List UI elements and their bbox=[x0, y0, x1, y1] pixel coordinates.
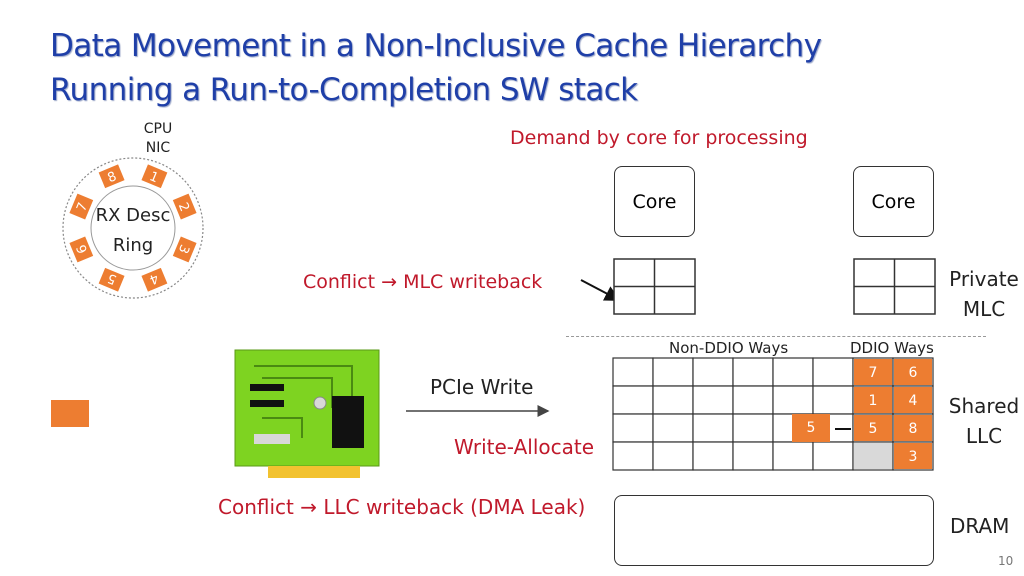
core-left-label: Core bbox=[632, 191, 677, 213]
core-left: Core bbox=[614, 166, 695, 237]
mlc-conflict-label: Conflict → MLC writeback bbox=[303, 271, 543, 293]
llc-cell bbox=[692, 385, 734, 415]
shared-llc-line-2: LLC bbox=[965, 424, 1003, 448]
demand-label: Demand by core for processing bbox=[510, 127, 808, 149]
write-allocate-label: Write-Allocate bbox=[454, 435, 595, 459]
shared-llc-label: Shared LLC bbox=[944, 391, 1024, 451]
ddio-cell-filled bbox=[894, 359, 932, 385]
ddio-cell-filled bbox=[854, 359, 892, 385]
ddio-ways-label: DDIO Ways bbox=[850, 339, 934, 357]
llc-cell bbox=[732, 357, 774, 387]
llc-cell bbox=[812, 357, 854, 387]
mlc-grid-left bbox=[613, 258, 696, 315]
pcie-write-label: PCIe Write bbox=[430, 375, 534, 399]
llc-cell bbox=[732, 441, 774, 471]
ddio-cell-filled bbox=[894, 443, 932, 469]
ddio-cell-filled bbox=[894, 415, 932, 441]
ddio-cell-label: 4 bbox=[909, 393, 918, 409]
ddio-cell-filled bbox=[854, 415, 892, 441]
llc-cell bbox=[652, 385, 694, 415]
private-mlc-line-2: MLC bbox=[962, 297, 1006, 321]
llc-cell bbox=[652, 413, 694, 443]
ddio-cell-label: 1 bbox=[869, 393, 878, 409]
ddio-cell-label: 7 bbox=[869, 365, 878, 381]
ddio-cell-label: 5 bbox=[869, 421, 878, 437]
llc-cell bbox=[732, 385, 774, 415]
ring-inner-circle bbox=[90, 185, 176, 271]
llc-cell bbox=[652, 441, 694, 471]
llc-grid: 7 6 1 4 5 8 3 bbox=[612, 357, 934, 471]
pcie-write-arrow bbox=[406, 405, 550, 417]
llc-cell bbox=[612, 385, 654, 415]
ring-slot-3: 3 bbox=[171, 235, 198, 264]
ring-slot-6: 6 bbox=[68, 235, 95, 264]
llc-cell bbox=[772, 357, 814, 387]
ddio-cell-filled bbox=[854, 387, 892, 413]
incoming-line-cell: 5 bbox=[792, 414, 830, 442]
orange-block bbox=[51, 400, 89, 427]
nic-card-icon bbox=[234, 349, 380, 478]
llc-cell bbox=[692, 413, 734, 443]
title-line-1: Data Movement in a Non-Inclusive Cache H… bbox=[50, 28, 822, 64]
nic-label: NIC bbox=[145, 140, 171, 156]
core-right: Core bbox=[853, 166, 934, 237]
llc-cell bbox=[612, 413, 654, 443]
llc-cell bbox=[772, 441, 814, 471]
mlc-conflict-arrow bbox=[580, 279, 621, 301]
ddio-cell-label: 8 bbox=[909, 421, 918, 437]
llc-cell bbox=[692, 357, 734, 387]
core-right-label: Core bbox=[871, 191, 916, 213]
ddio-cell-filled bbox=[894, 387, 932, 413]
llc-cell bbox=[612, 441, 654, 471]
dram-label: DRAM bbox=[950, 514, 1010, 538]
ring-center-line-2: Ring bbox=[113, 235, 153, 256]
dram-box bbox=[614, 495, 934, 566]
title-line-2: Running a Run-to-Completion SW stack bbox=[50, 72, 638, 108]
ring-slot-7: 7 bbox=[68, 192, 95, 221]
shared-llc-line-1: Shared bbox=[948, 394, 1020, 418]
private-mlc-line-1: Private bbox=[949, 267, 1019, 291]
mlc-llc-divider bbox=[566, 336, 986, 337]
incoming-connector bbox=[835, 428, 851, 430]
llc-cell bbox=[772, 385, 814, 415]
llc-cell bbox=[812, 385, 854, 415]
ddio-cell-empty bbox=[854, 443, 892, 469]
non-ddio-ways-label: Non-DDIO Ways bbox=[669, 339, 789, 357]
llc-cell bbox=[812, 441, 854, 471]
ddio-cell-label: 3 bbox=[909, 449, 918, 465]
ring-slot-4: 4 bbox=[140, 266, 169, 293]
llc-conflict-label: Conflict → LLC writeback (DMA Leak) bbox=[218, 495, 586, 519]
page-number: 10 bbox=[998, 554, 1014, 568]
ring-slot-2: 2 bbox=[171, 192, 198, 221]
cpu-label: CPU bbox=[143, 121, 173, 137]
llc-cell bbox=[612, 357, 654, 387]
llc-cell bbox=[692, 441, 734, 471]
mlc-grid-right bbox=[853, 258, 936, 315]
ring-slot-1: 1 bbox=[140, 163, 169, 190]
private-mlc-label: Private MLC bbox=[944, 264, 1024, 324]
ring-slot-8: 8 bbox=[97, 163, 126, 190]
llc-cell bbox=[732, 413, 774, 443]
llc-cell bbox=[652, 357, 694, 387]
ring-outer-circle bbox=[62, 157, 204, 299]
ring-slot-5: 5 bbox=[97, 266, 126, 293]
ddio-cell-label: 6 bbox=[909, 365, 918, 381]
ring-center-line-1: RX Desc bbox=[96, 205, 171, 226]
